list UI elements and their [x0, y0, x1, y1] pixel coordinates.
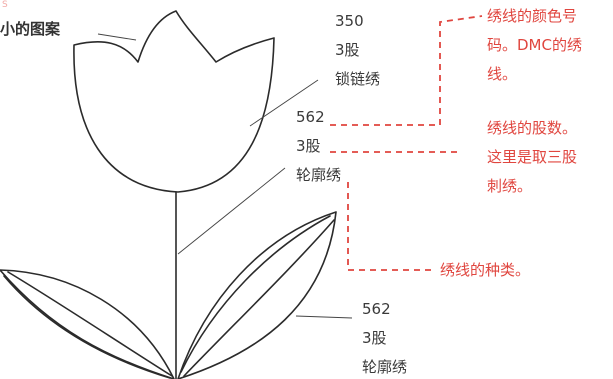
strands-note-line-1: 绣线的股数。 — [487, 119, 578, 137]
stem-stitch: 轮廓绣 — [296, 166, 342, 184]
left-leaf-vein-2 — [3, 275, 171, 379]
right-leaf-vein-1 — [180, 215, 331, 373]
right-leaf-vein-2 — [183, 219, 335, 377]
color-code-note-line-2: 码。DMC的绣 — [487, 36, 582, 54]
left-leaf-vein-1 — [7, 271, 173, 377]
strands-note-line-3: 刺绣。 — [487, 177, 533, 195]
stem-leader — [177, 167, 286, 255]
flower-color-code: 350 — [335, 12, 364, 30]
right-leaf-outline — [177, 211, 337, 379]
corner-mark: S — [2, 0, 8, 10]
leaves-color-code: 562 — [362, 300, 391, 318]
stitch-type-note: 绣线的种类。 — [440, 261, 531, 279]
stitch-type-pointer — [347, 182, 435, 271]
stem-color-code: 562 — [296, 108, 325, 126]
pattern-caption: 小的图案 — [0, 20, 61, 38]
flower-strands: 3股 — [335, 41, 360, 59]
flower-stitch: 锁链绣 — [335, 70, 381, 88]
flower-leader — [249, 79, 319, 127]
leaves-strands: 3股 — [362, 329, 387, 347]
color-code-note-line-3: 线。 — [487, 65, 518, 83]
left-leaf-outline — [0, 269, 175, 379]
leaves-leader — [295, 315, 353, 319]
color-code-note-line-1: 绣线的颜色号 — [487, 7, 578, 25]
stem-strands: 3股 — [296, 137, 321, 155]
strands-note-line-2: 这里是取三股 — [487, 148, 578, 166]
flower-outline — [73, 10, 275, 193]
color-code-pointer — [330, 15, 483, 126]
caption-leader — [97, 33, 137, 41]
leaves-stitch: 轮廓绣 — [362, 358, 408, 376]
